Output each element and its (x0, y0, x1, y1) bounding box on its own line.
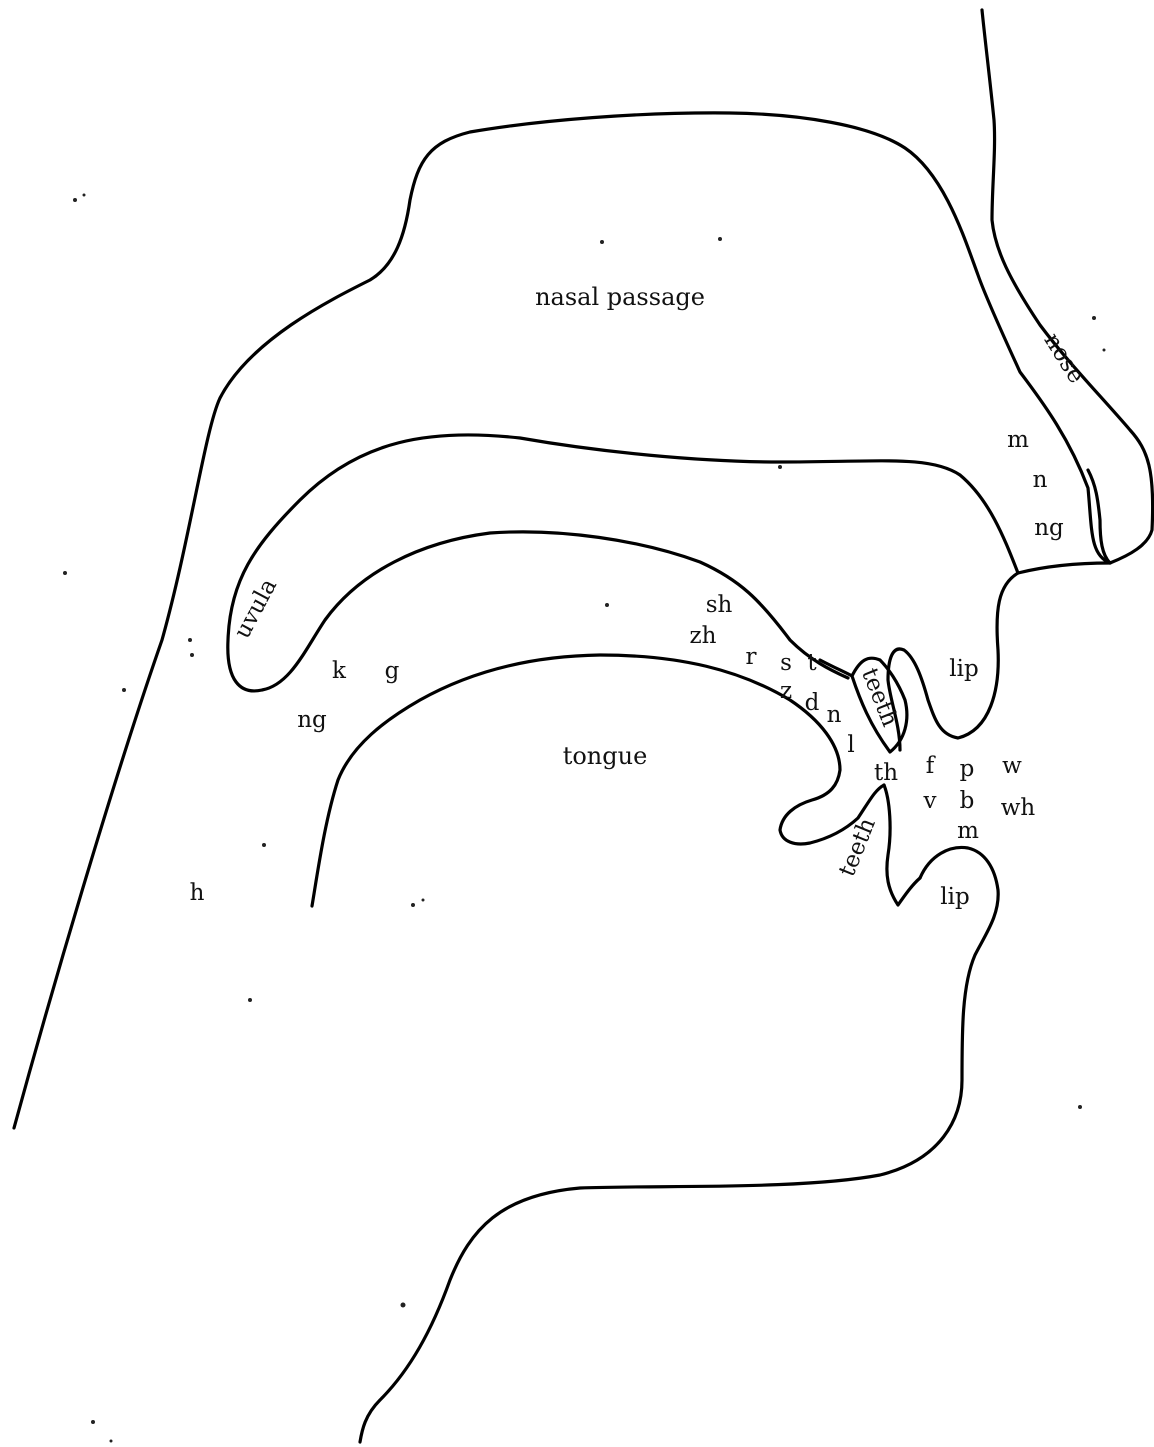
sound-dental-th: th (874, 760, 898, 786)
lower-lip-chin-outline (360, 847, 998, 1442)
sound-bilabial-b: b (960, 788, 975, 814)
palate-outline (228, 435, 1018, 691)
sound-velar-k: k (332, 658, 347, 684)
sound-alveolar-t: t (807, 650, 817, 676)
sound-alveolar-s: s (780, 650, 792, 676)
lower-teeth-outline (884, 785, 920, 905)
sound-labiodental-v: v (923, 788, 937, 814)
sound-bilabial-m: m (957, 818, 979, 844)
label-tongue: tongue (563, 742, 648, 770)
sound-alveolar-d: d (805, 690, 820, 716)
label-lower-teeth: teeth (834, 814, 881, 880)
label-nose: nose (1039, 328, 1090, 388)
label-upper-teeth: teeth (856, 664, 903, 730)
sound-glottal-h: h (190, 880, 205, 906)
sound-velar-g: g (385, 658, 400, 684)
sound-bilabial-p: p (960, 756, 975, 782)
sound-palatal-sh: sh (706, 592, 733, 618)
sound-alveolar-r: r (746, 644, 757, 670)
sound-bilabial-w: w (1002, 753, 1022, 779)
label-upper-lip: lip (949, 656, 978, 682)
sound-alveolar-z: z (780, 678, 792, 704)
tongue-outline (312, 655, 884, 906)
upper-lip-outline (888, 563, 1110, 750)
sound-velar-ng: ng (297, 707, 327, 733)
sound-nasal-n: n (1033, 467, 1048, 493)
scan-specks (63, 194, 1106, 1443)
label-nasal-passage: nasal passage (535, 283, 705, 311)
nose-outline (982, 10, 1153, 563)
sound-nasal-ng: ng (1034, 515, 1064, 541)
throat-back-outline (14, 113, 1110, 1128)
sound-nasal-m: m (1007, 427, 1029, 453)
sound-labiodental-f: f (926, 753, 936, 779)
sound-alveolar-n: n (827, 702, 842, 728)
sound-palatal-zh: zh (690, 623, 717, 649)
sound-bilabial-wh: wh (1001, 795, 1036, 821)
label-lower-lip: lip (940, 884, 969, 910)
sound-alveolar-l: l (847, 732, 854, 758)
